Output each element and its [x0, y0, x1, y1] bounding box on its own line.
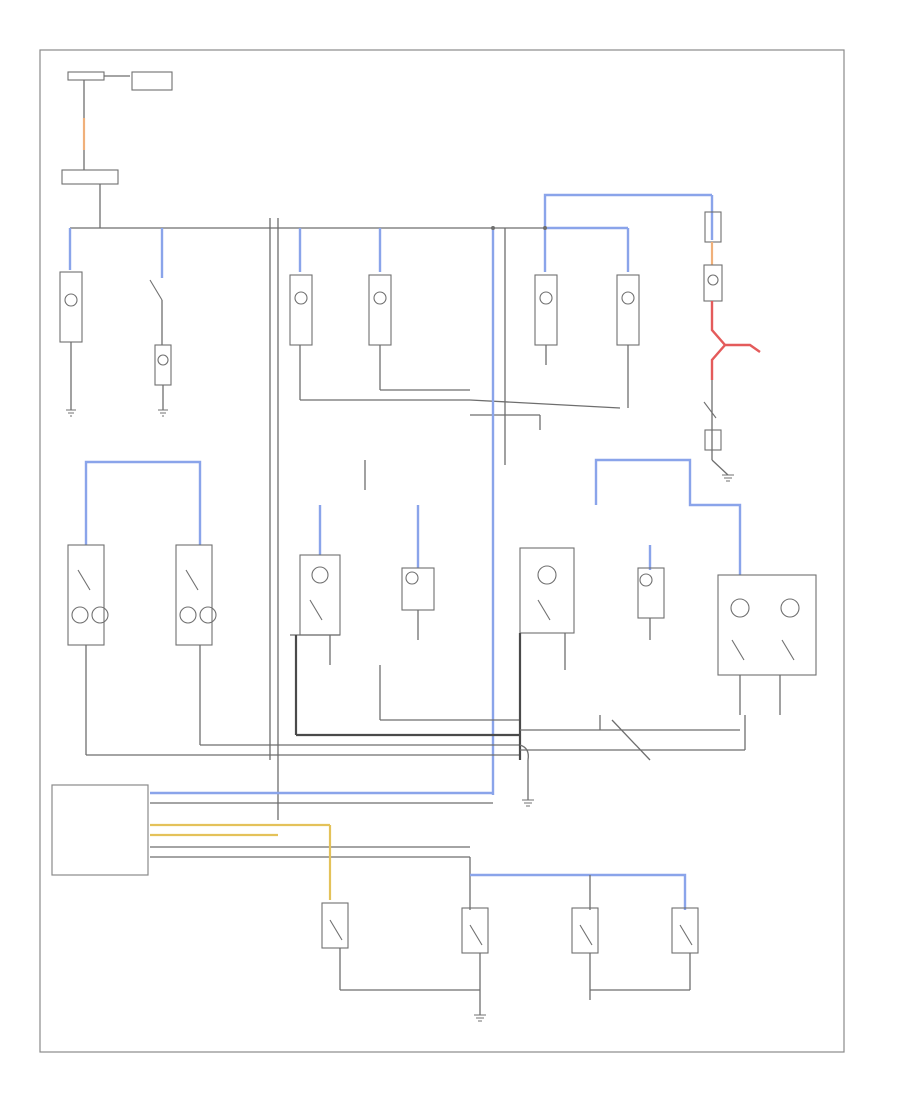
right-top-lamp-section: [470, 193, 712, 795]
lamp-icon: [311, 566, 329, 584]
switch-icon: [469, 924, 483, 946]
diagram-border: [39, 49, 845, 1053]
switch-icon: [703, 401, 717, 419]
ground-icon: [522, 799, 534, 807]
second-row-middle-switches: [290, 460, 520, 737]
switch-icon: [579, 924, 593, 946]
lamp-icon: [157, 354, 169, 366]
lamp-icon: [405, 571, 419, 585]
lamp-icon: [780, 598, 800, 618]
middle-top-lamp-section: [289, 228, 621, 409]
switch-icon: [781, 639, 795, 661]
body-control-module: [51, 784, 493, 876]
ground-icon: [158, 409, 168, 417]
second-row-left-switches: [67, 460, 520, 756]
splice-icon: [543, 226, 547, 230]
lamp-icon: [730, 598, 750, 618]
lamp-icon: [537, 565, 557, 585]
switch-icon: [309, 599, 323, 621]
lamp-icon: [199, 606, 217, 624]
second-row-right-switches: [518, 458, 817, 760]
switch-icon: [77, 569, 91, 591]
switch-icon: [537, 599, 551, 621]
lamp-icon: [179, 606, 197, 624]
ground-icon: [66, 409, 76, 417]
connector-icon: [51, 784, 149, 876]
far-right-chain: [703, 195, 761, 482]
switch-icon: [185, 569, 199, 591]
lamp-icon: [539, 291, 553, 305]
splice-icon: [491, 226, 495, 230]
lamp-icon: [91, 606, 109, 624]
switch-icon: [329, 919, 343, 941]
ground-icon: [722, 474, 734, 482]
central-ground-collector: [519, 719, 651, 807]
ground-icon: [474, 1014, 486, 1022]
lamp-icon: [71, 606, 89, 624]
switch-icon: [149, 279, 163, 301]
switch-icon: [731, 639, 745, 661]
left-lamp-section: [59, 228, 172, 417]
lamp-icon: [294, 291, 308, 305]
lamp-icon: [64, 293, 78, 307]
lamp-icon: [621, 291, 635, 305]
lamp-icon: [373, 291, 387, 305]
switch-icon: [679, 924, 693, 946]
lamp-icon: [707, 274, 719, 286]
bottom-door-switches: [321, 825, 699, 1022]
fuse-block-top-left: [61, 71, 173, 220]
lamp-icon: [639, 573, 653, 587]
